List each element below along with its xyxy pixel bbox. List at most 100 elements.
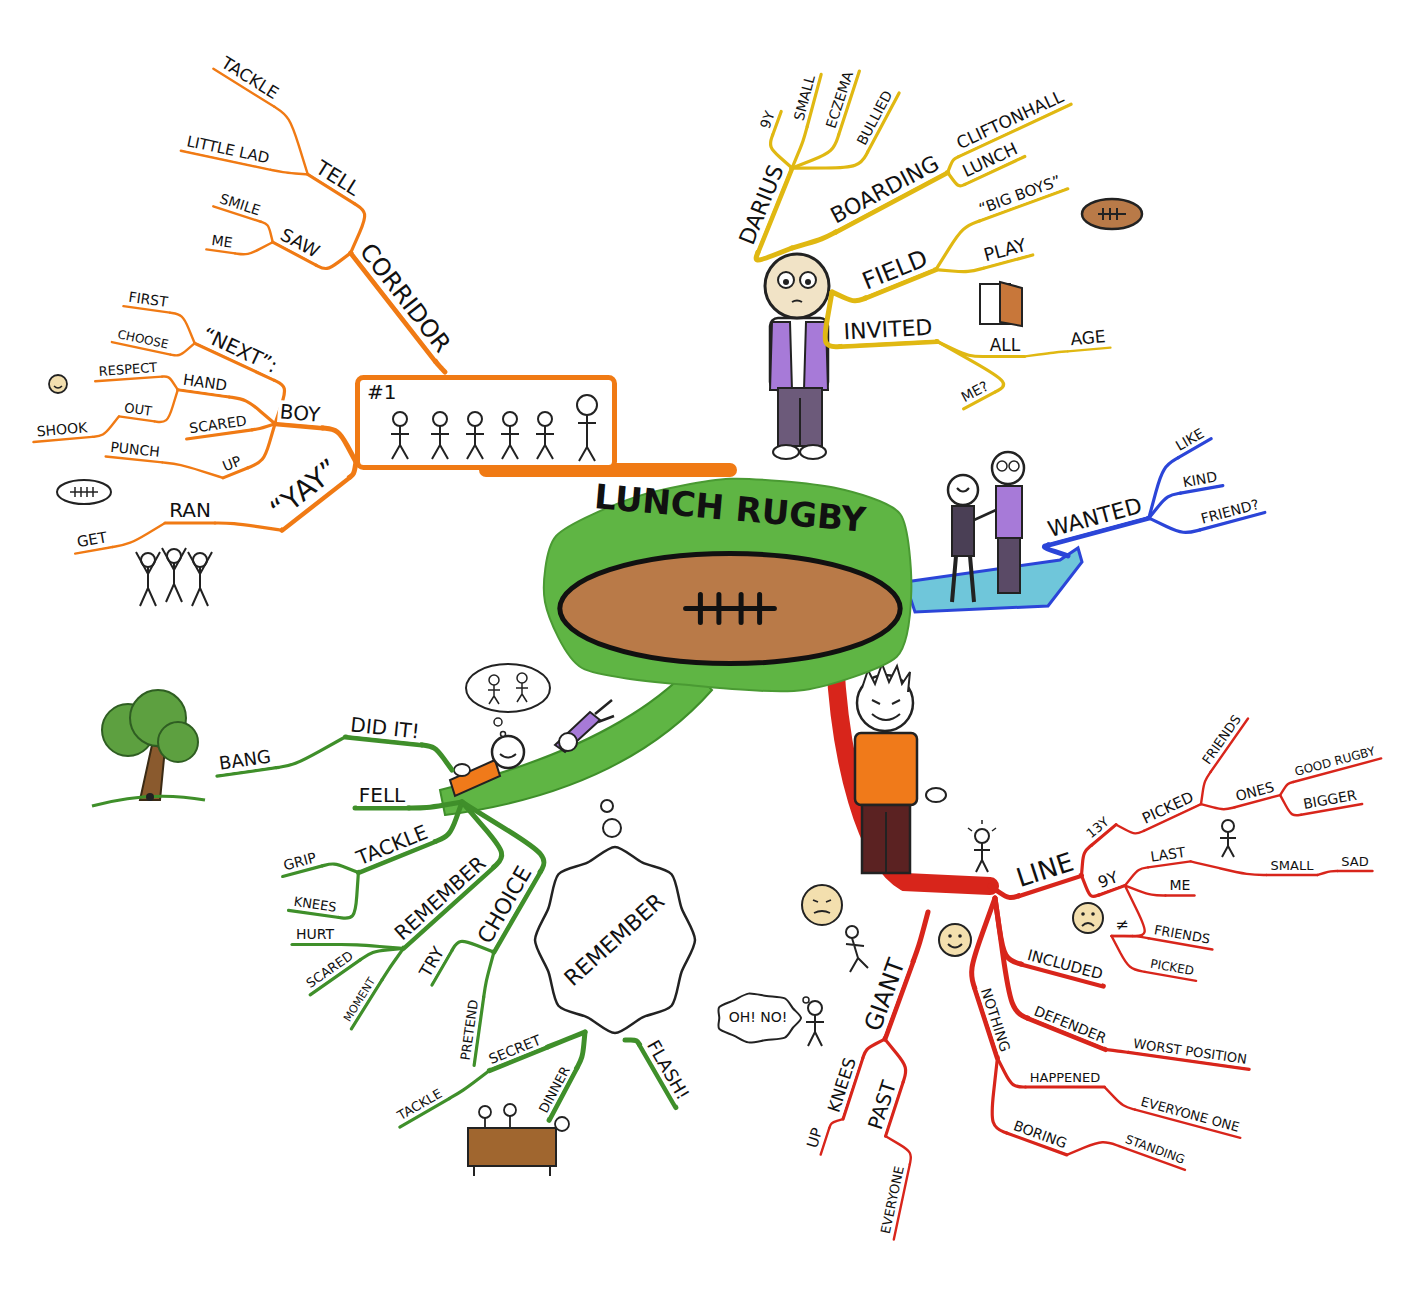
branch-word: FRIENDS (1151, 923, 1213, 948)
branch-curve (171, 343, 195, 355)
branch-word: KIND (1180, 469, 1221, 491)
darius-figure-part (783, 279, 789, 285)
rugby-ball-outline (57, 480, 111, 504)
darius-figure-part (778, 388, 822, 446)
giant-face-part (846, 938, 868, 972)
darius-figure-part (799, 398, 801, 446)
small-boy-figure (968, 820, 996, 872)
darius-figure-part (765, 254, 829, 318)
branch-curve (829, 1119, 843, 1128)
memory-cloud: REMEMBER (532, 844, 698, 1036)
scared-boy-figure-part (806, 1015, 824, 1046)
rugby-ball-icon (1082, 199, 1142, 229)
captain-figure-part (926, 788, 946, 802)
branch-curve (162, 462, 223, 477)
stick-figure-body (501, 426, 519, 459)
stick-figure-head (393, 412, 407, 426)
branch-curve (1105, 1087, 1136, 1110)
branch-curve (155, 390, 178, 422)
branch-word: HURT (294, 927, 336, 942)
two-boys-figure-part (1009, 461, 1019, 471)
branch-word: GIANT (859, 954, 911, 1037)
branch-curve (339, 873, 358, 919)
story-start-box: #1 (355, 375, 617, 470)
sad-face-part (1091, 912, 1095, 916)
lonely-boy-figure-part (1220, 832, 1236, 857)
branch-word: LITTLE LAD (183, 133, 272, 167)
branch-word: ONES (1232, 779, 1278, 805)
branch-word: BOY (277, 400, 323, 426)
branch-word: ALL (988, 336, 1023, 355)
branch-word: DID IT! (347, 713, 422, 743)
branch-word: SCARED (302, 948, 357, 993)
branch-curve (235, 242, 273, 254)
branch-word: TACKLE (394, 1086, 447, 1125)
sad-face (1073, 903, 1103, 933)
branch-word: PICKED (1147, 957, 1196, 978)
branch-curve (972, 898, 995, 988)
darius-figure-part (770, 322, 792, 390)
branch-word: PRETEND (458, 997, 481, 1063)
branch-word: “NEXT”: (197, 322, 283, 378)
branch-word: DINNER (536, 1063, 574, 1118)
captain-figure-part (885, 812, 887, 873)
captain-figure-part (872, 714, 900, 720)
rugby-ball-outline-part (57, 480, 111, 504)
branch-curve (316, 253, 351, 269)
branch-curve (215, 523, 282, 530)
node-text: #1 (367, 381, 396, 403)
darius-figure-part (770, 318, 828, 390)
branch-curve (271, 170, 308, 175)
central-topic: LUNCH RUGBY (545, 470, 915, 690)
darius-figure-part (800, 272, 816, 288)
speech-bubble: OH! NO! (712, 990, 804, 1046)
thought-bubble-part (488, 685, 500, 704)
branch-word: EVERYONE (878, 1163, 907, 1237)
scared-boy-figure-part (803, 997, 809, 1003)
sad-face-part (1082, 923, 1094, 926)
stick-figure-head (538, 412, 552, 426)
stick-figure-body (466, 426, 484, 459)
branch-word: WORST POSITION (1130, 1037, 1249, 1068)
branch-word: TRY (415, 942, 449, 982)
fallen-players-figure-part (555, 712, 600, 752)
thought-bubble-part (494, 718, 502, 726)
darius-figure-part (778, 272, 794, 288)
stick-figure-head (577, 395, 597, 415)
branch-word: PAST (863, 1076, 900, 1134)
scared-boy-figure-part (808, 1001, 822, 1015)
branch-word: BULLIED (853, 86, 896, 149)
two-boys-figure-part (997, 461, 1007, 471)
captain-figure-part (862, 805, 910, 873)
branch-curve (92, 416, 119, 436)
sad-face-part (1081, 912, 1085, 916)
branch-curve (1149, 458, 1178, 518)
dinner-table-icon-part (485, 1116, 510, 1128)
happy-face-part (948, 934, 952, 938)
fallen-players-figure-part (450, 760, 500, 796)
mind-map-branches (33, 69, 1381, 1240)
fallen-players-figure-part (559, 733, 577, 751)
branch-word: HAPPENED (1028, 1071, 1103, 1085)
branch-word: MOMENT (341, 974, 380, 1026)
thought-bubble-part (466, 664, 550, 712)
branch-curve (276, 737, 345, 768)
rugby-ball (560, 554, 900, 664)
dinner-table-icon-part (479, 1106, 491, 1118)
branch-word: EVERYONE ONE (1137, 1094, 1242, 1135)
branch-word: SMALL (1269, 859, 1316, 873)
branch-word: HAND (180, 371, 230, 394)
branch-word: BOARDING (825, 150, 945, 229)
two-boys-figure-part (996, 486, 1022, 538)
lonely-boy-figure-part (1222, 820, 1234, 832)
branch-word: TACKLE (351, 820, 432, 870)
two-boys-figure-part (998, 538, 1020, 593)
thought-bubble-part (517, 673, 527, 683)
tree-icon-part (158, 722, 198, 762)
branch-curve (832, 292, 865, 301)
branch-curve (113, 523, 165, 547)
blue-branch-pool-part (905, 548, 1082, 612)
two-boys-figure-part (952, 506, 974, 556)
branch-curve (997, 1058, 1025, 1087)
